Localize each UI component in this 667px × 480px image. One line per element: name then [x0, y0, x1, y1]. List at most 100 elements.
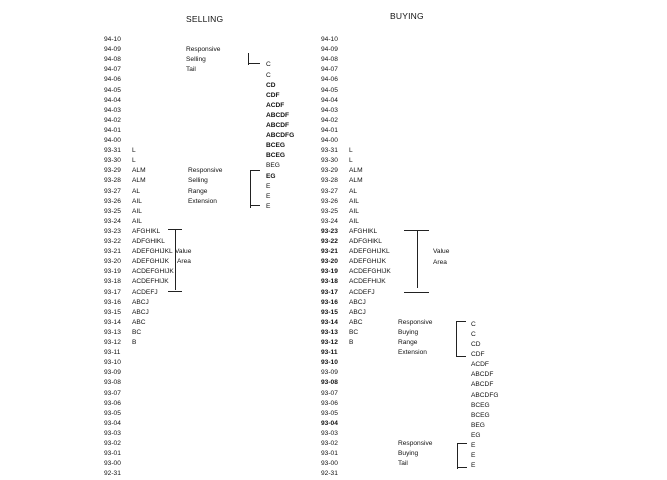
price-level: 93-24	[321, 217, 338, 225]
price-level: 93-18	[104, 278, 121, 286]
price-level: 94-08	[104, 56, 121, 64]
price-level: 93-20	[321, 258, 338, 266]
price-level: 93-19	[321, 268, 338, 276]
tpo-letters: ABCJ	[349, 308, 366, 316]
buying-tail-bracket	[457, 467, 467, 469]
tpo-letters: ALM	[349, 167, 363, 175]
selling-range-bracket	[250, 170, 251, 209]
buying-range-bracket	[456, 320, 466, 322]
price-level: 93-02	[321, 440, 338, 447]
extension-letters: E	[266, 182, 271, 190]
extension-letters: C	[471, 330, 476, 338]
price-level: 93-09	[104, 369, 121, 377]
buying-range-bracket	[456, 320, 457, 357]
price-level: 93-30	[321, 157, 338, 165]
tpo-letters: AIL	[349, 217, 359, 225]
price-level: 93-16	[321, 298, 338, 306]
price-level: 93-04	[321, 419, 338, 427]
price-level: 92-31	[321, 470, 338, 478]
extension-letters: EG	[266, 172, 276, 180]
value-area-line	[417, 229, 418, 288]
tpo-letters: AIL	[132, 197, 142, 205]
price-level: 94-06	[321, 76, 338, 84]
value-area-label: Area	[433, 259, 447, 267]
price-level: 92-31	[104, 470, 121, 478]
buying-range-bracket	[456, 356, 466, 358]
price-level: 93-15	[321, 308, 338, 316]
extension-letters: C	[471, 320, 476, 328]
tpo-letters: ADEFGHIJK	[349, 258, 387, 266]
extension-letters: E	[471, 442, 476, 449]
tpo-letters: L	[349, 147, 353, 155]
price-level: 93-21	[321, 248, 338, 256]
tpo-letters: ADFGHIKL	[132, 238, 165, 245]
price-level: 93-03	[321, 429, 338, 437]
tpo-letters: AIL	[349, 207, 359, 215]
tpo-letters: AIL	[349, 197, 359, 205]
tpo-letters: ABCJ	[132, 308, 149, 316]
selling-range-label: Responsive	[188, 167, 223, 175]
price-level: 93-18	[321, 278, 338, 286]
price-level: 93-24	[104, 217, 121, 225]
extension-letters: ABCDF	[266, 111, 290, 119]
tpo-letters: ACDEFJ	[132, 288, 158, 296]
buying-title: BUYING	[390, 11, 424, 21]
price-level: 93-04	[104, 419, 121, 427]
tpo-letters: ACDEFGHIJK	[349, 268, 391, 276]
price-level: 93-15	[104, 308, 121, 316]
price-level: 93-09	[321, 369, 338, 377]
price-level: 93-19	[104, 268, 121, 276]
tpo-letters: L	[132, 147, 136, 155]
price-level: 94-07	[321, 66, 338, 74]
price-level: 93-10	[104, 359, 121, 367]
price-level: 94-09	[104, 46, 121, 54]
price-level: 93-01	[104, 450, 121, 458]
price-level: 94-02	[104, 116, 121, 124]
tpo-letters: ACDEFHIJK	[132, 278, 169, 286]
extension-letters: BCEG	[266, 152, 286, 160]
tpo-letters: ACDEFHIJK	[349, 278, 386, 286]
extension-letters: ACDF	[471, 361, 489, 369]
selling-tail-bracket	[248, 53, 249, 66]
selling-tail-label: Responsive	[186, 46, 221, 54]
buying-range-label: Buying	[398, 328, 419, 336]
price-level: 93-27	[321, 187, 338, 195]
tpo-letters: BC	[132, 328, 142, 336]
selling-range-label: Selling	[188, 177, 208, 185]
tpo-letters: BC	[349, 328, 359, 336]
buying-tail-label: Responsive	[398, 440, 433, 447]
price-level: 93-06	[321, 399, 338, 407]
tpo-letters: AFGHIKL	[349, 227, 378, 235]
price-level: 93-29	[321, 167, 338, 175]
price-level: 94-04	[321, 96, 338, 104]
price-level: 93-02	[104, 440, 121, 447]
price-level: 93-14	[104, 318, 121, 326]
price-level: 93-06	[104, 399, 121, 407]
tpo-letters: AL	[349, 187, 358, 195]
buying-range-label: Range	[398, 339, 418, 346]
extension-letters: CD	[266, 81, 276, 89]
price-level: 94-03	[321, 106, 338, 114]
extension-letters: BCEG	[266, 142, 286, 150]
extension-letters: BCEG	[471, 411, 490, 419]
tpo-letters: AIL	[132, 207, 142, 215]
tpo-letters: ALM	[349, 177, 363, 185]
tpo-letters: B	[349, 339, 354, 346]
price-level: 93-08	[321, 379, 338, 387]
extension-letters: CD	[471, 341, 481, 348]
tpo-letters: ALM	[132, 177, 146, 185]
price-level: 94-05	[104, 86, 121, 94]
tpo-letters: ACDEFGHIJK	[132, 268, 174, 276]
extension-letters: BEG	[471, 421, 485, 429]
value-area-line	[175, 228, 176, 290]
extension-letters: E	[471, 452, 476, 460]
price-level: 94-07	[104, 66, 121, 74]
value-area-label: Value	[175, 248, 192, 256]
price-level: 93-22	[104, 238, 121, 245]
extension-letters: ABCDFG	[266, 132, 295, 140]
price-level: 94-09	[321, 46, 338, 54]
value-area-line	[168, 228, 182, 230]
price-level: 94-00	[104, 137, 121, 144]
price-level: 93-23	[321, 227, 338, 235]
price-level: 93-16	[104, 298, 121, 306]
